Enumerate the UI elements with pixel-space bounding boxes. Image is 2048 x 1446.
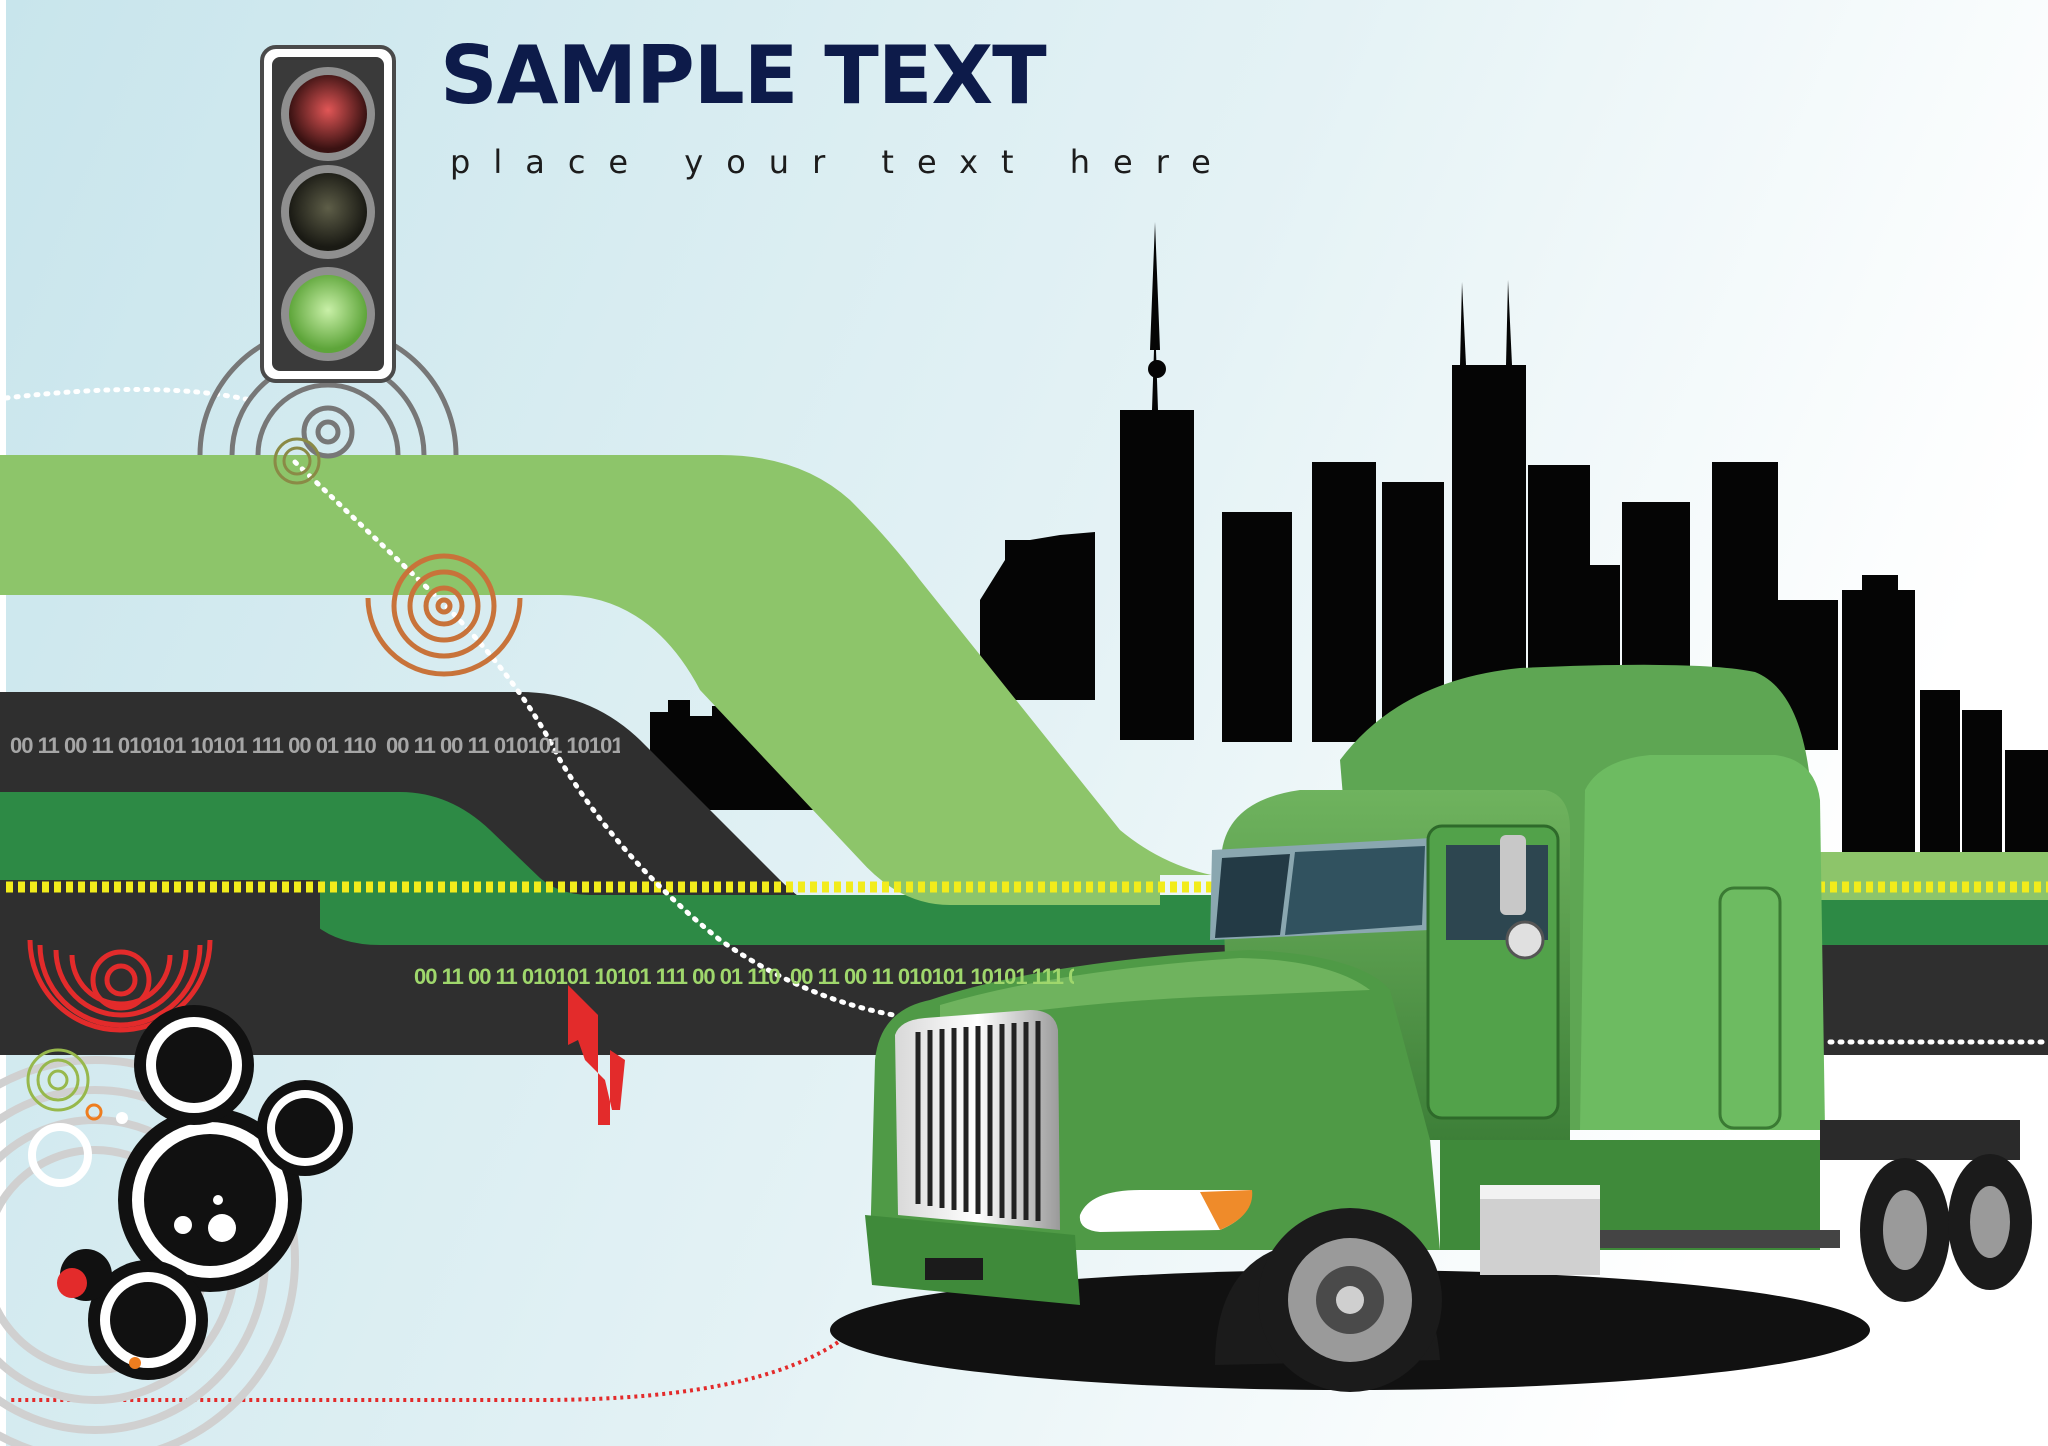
binary-strip-upper: 00 11 00 11 010101 10101 111 00 01 110 0… [10, 735, 620, 757]
headline-title: SAMPLE TEXT [440, 29, 1047, 122]
traffic-light-icon [260, 45, 396, 383]
red-ring-cluster [27, 939, 213, 1033]
black-circles-cluster [28, 1005, 353, 1380]
binary-strip-lower: 00 11 00 11 010101 10101 111 00 01 110 0… [414, 966, 1074, 988]
light-green-band [0, 455, 2048, 905]
orange-ring-cluster [365, 553, 523, 677]
headline-subtitle: place your text here [450, 143, 1234, 181]
red-arrow-icon [568, 985, 625, 1125]
truck-illustration [865, 664, 2032, 1392]
